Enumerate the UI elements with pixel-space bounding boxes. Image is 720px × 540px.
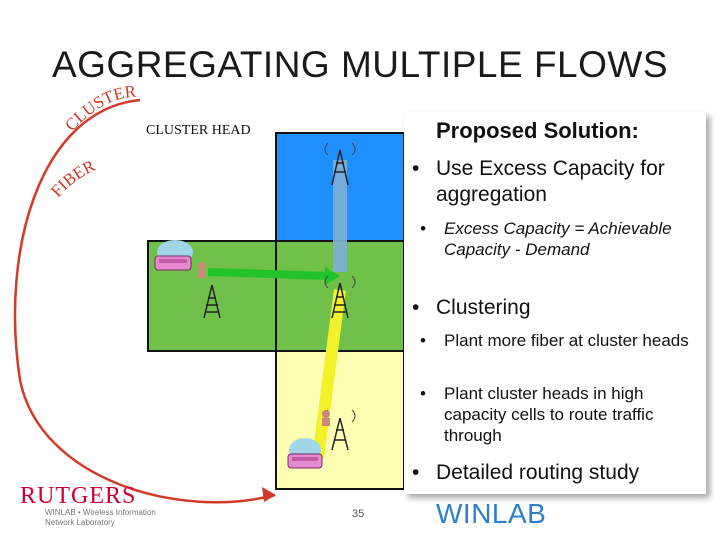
bullet-text: Plant more fiber at cluster heads (444, 331, 689, 350)
slide-title: AGGREGATING MULTIPLE FLOWS (51, 44, 669, 85)
sub-bullet-item: •Excess Capacity = Achievable Capacity -… (420, 218, 690, 260)
tower-icon (331, 282, 349, 319)
bullet-text: Clustering (436, 296, 531, 319)
panel-heading: Proposed Solution: (436, 118, 639, 143)
cluster-arc-label: CLUSTER (61, 82, 137, 135)
bullet-text: Plant cluster heads in high capacity cel… (444, 384, 654, 445)
bullet-item: •Clustering (412, 295, 702, 321)
bullet-text: Excess Capacity = Achievable Capacity - … (444, 219, 672, 259)
flow-yellow (312, 289, 346, 459)
flow-green-arrowhead (325, 267, 340, 285)
tower-icon (203, 284, 221, 319)
bullet-item: •Detailed routing study (412, 460, 712, 486)
wireless-device-icon (287, 438, 323, 469)
fiber-arc-label: FIBER (47, 156, 99, 201)
fiber-arc-arrowhead (262, 487, 276, 502)
green-cell-left (147, 240, 277, 352)
proposed-solution-panel (404, 112, 706, 494)
bullet-item: •Use Excess Capacity for aggregation (412, 156, 702, 208)
sub-bullet-item: •Plant cluster heads in high capacity ce… (420, 383, 690, 446)
page-number: 35 (352, 508, 365, 520)
person-icon (198, 262, 206, 278)
person-icon (322, 410, 330, 426)
winlab-logo: WINLAB (436, 498, 547, 529)
cluster-head-label: CLUSTER HEAD (146, 123, 251, 138)
tower-icon (331, 417, 349, 451)
fiber-arc (13, 98, 276, 504)
bullet-text: Detailed routing study (436, 461, 640, 484)
rutgers-subtitle: WINLAB • Wireless Information Network La… (45, 508, 156, 527)
tower-icon (331, 149, 349, 186)
sub-bullet-item: •Plant more fiber at cluster heads (420, 331, 689, 350)
bullet-text: Use Excess Capacity for aggregation (436, 157, 665, 206)
wireless-device-icon (154, 240, 193, 271)
rutgers-logo: RUTGERS (20, 483, 137, 509)
flow-green (207, 268, 331, 280)
